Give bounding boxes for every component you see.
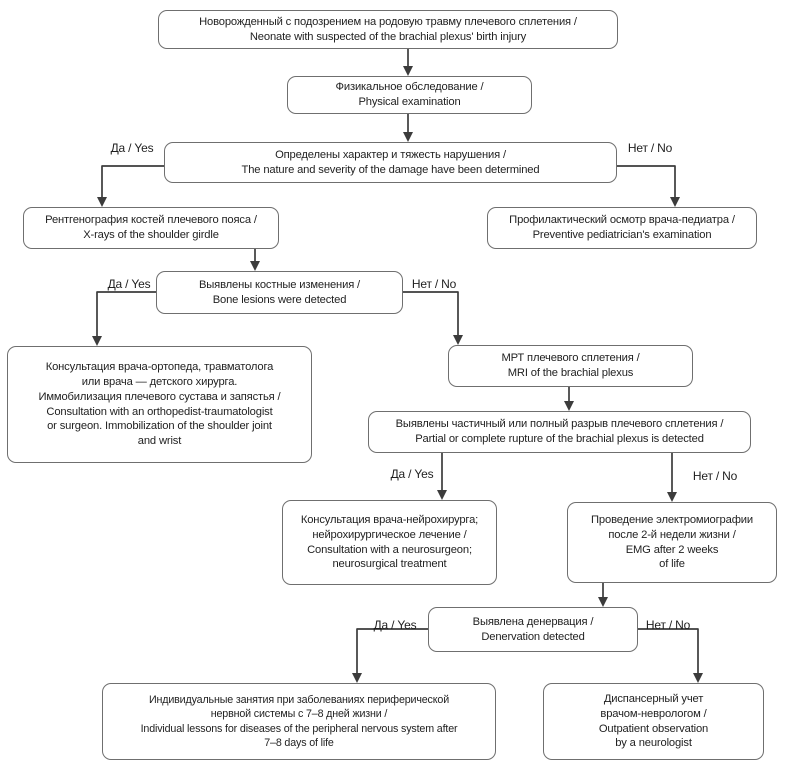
node-pediatrician: Профилактический осмотр врача-педиатра /… bbox=[487, 207, 757, 249]
connector-denervation-no-neurologist bbox=[638, 628, 703, 683]
node-denervation: Выявлена денервация / Denervation detect… bbox=[428, 607, 638, 652]
connector-denervation-yes-lessons bbox=[352, 628, 428, 683]
edge-label-yes-rupture: Да / Yes bbox=[390, 467, 434, 481]
edge-label-no-determined: Нет / No bbox=[627, 141, 673, 155]
node-damage-determined: Определены характер и тяжесть нарушения … bbox=[164, 142, 617, 183]
node-plexus-rupture: Выявлены частичный или полный разрыв пле… bbox=[368, 411, 751, 453]
connector-bone-yes-orthopedist bbox=[92, 291, 156, 346]
node-neurologist-observation: Диспансерный учет врачом-неврологом / Ou… bbox=[543, 683, 764, 760]
edge-label-no-denervation: Нет / No bbox=[645, 618, 691, 632]
node-mri: МРТ плечевого сплетения / MRI of the bra… bbox=[448, 345, 693, 387]
node-emg: Проведение электромиографии после 2-й не… bbox=[567, 502, 777, 583]
edge-label-yes-denervation: Да / Yes bbox=[373, 618, 417, 632]
node-xray: Рентгенография костей плечевого пояса / … bbox=[23, 207, 279, 249]
edge-label-yes-determined: Да / Yes bbox=[110, 141, 154, 155]
edge-label-no-rupture: Нет / No bbox=[692, 469, 738, 483]
node-individual-lessons: Индивидуальные занятия при заболеваниях … bbox=[102, 683, 496, 760]
connector-determined-yes-xray bbox=[97, 165, 164, 207]
connector-bone-no-mri bbox=[403, 291, 463, 345]
node-orthopedist-consult: Консультация врача-ортопеда, травматолог… bbox=[7, 346, 312, 463]
node-neurosurgeon-consult: Консультация врача-нейрохирурга; нейрохи… bbox=[282, 500, 497, 585]
edge-label-no-bone: Нет / No bbox=[411, 277, 457, 291]
node-start: Новорожденный с подозрением на родовую т… bbox=[158, 10, 618, 49]
edge-label-yes-bone: Да / Yes bbox=[107, 277, 151, 291]
node-bone-lesions: Выявлены костные изменения / Bone lesion… bbox=[156, 271, 403, 314]
connector-determined-no-pediatrician bbox=[617, 165, 680, 207]
node-physical-exam: Физикальное обследование / Physical exam… bbox=[287, 76, 532, 114]
